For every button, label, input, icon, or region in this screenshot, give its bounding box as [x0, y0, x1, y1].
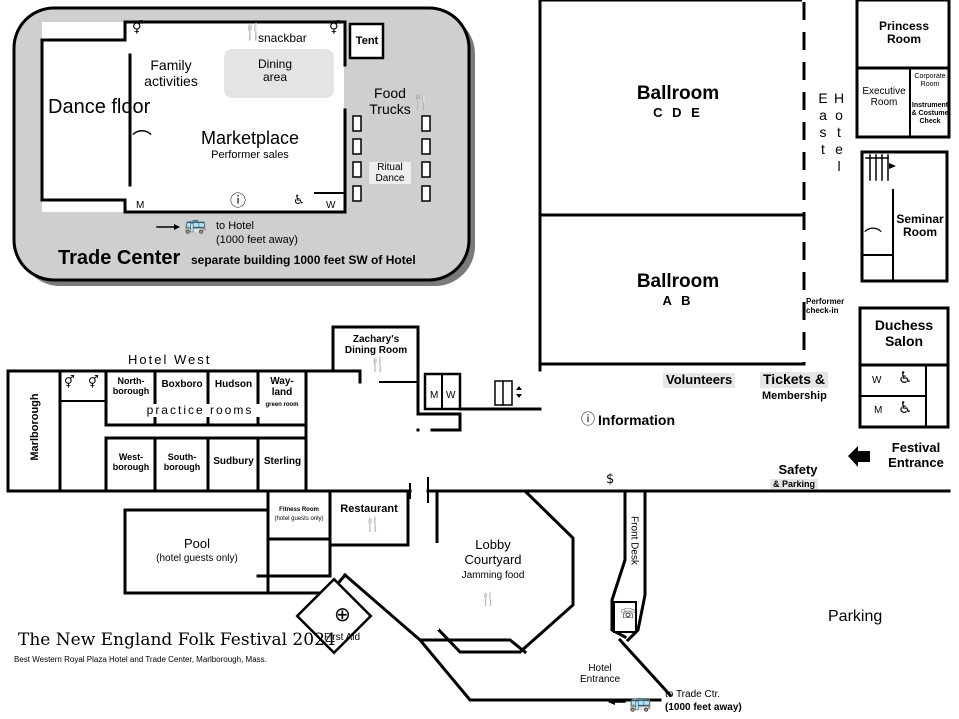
west-restroom-m: M [430, 390, 439, 401]
performer-checkin-label: Performer check-in [806, 297, 845, 315]
duchess-salon-label: Duchess Salon [874, 317, 934, 349]
safety-parking-label: & Parking [770, 479, 819, 490]
baby-changing-icon: ♿ [898, 398, 913, 417]
restroom-icon: ⚥ [329, 21, 341, 36]
fork-knife-icon: 🍴 [411, 92, 431, 111]
wayland-room-label: Way-land [270, 376, 294, 399]
northborough-room-label: North-borough [112, 376, 150, 397]
festival-title: The New England Folk Festival 2024 [18, 630, 336, 650]
dining-area-label: Dining area [257, 57, 293, 85]
info-icon: ⓘ [230, 191, 247, 210]
restroom-icon: ⚥ [88, 375, 99, 389]
performer-sales-label: Performer sales [211, 149, 289, 161]
to-trade-distance: (1000 feet away) [665, 702, 742, 713]
fork-knife-icon: 🍴 [369, 357, 387, 373]
hotel-entrance-label: Hotel Entrance [579, 663, 621, 686]
fork-knife-icon: 🍴 [480, 592, 497, 607]
parking-label: Parking [828, 608, 883, 625]
family-activities-label: Family activities [144, 57, 198, 89]
ritual-dance-label: Ritual Dance [369, 162, 411, 185]
phone-icon: ☏ [620, 607, 637, 622]
bus-icon: 🚌 [184, 214, 207, 235]
ballroom-ab-sub: A B [662, 293, 694, 308]
tickets-label: Tickets & [760, 371, 828, 388]
restroom-icon: ⚥ [132, 21, 144, 36]
marlborough-room-label: Marlborough [29, 393, 41, 461]
festival-subtitle: Best Western Royal Plaza Hotel and Trade… [14, 655, 267, 664]
west-restroom-w: W [446, 390, 456, 401]
dance-floor-label: Dance floor [48, 96, 151, 118]
marketplace-label: Marketplace [200, 128, 300, 148]
trade-center-note: separate building 1000 feet SW of Hotel [191, 253, 416, 267]
east-restroom-m: M [874, 405, 883, 416]
pool-sub: (hotel guests only) [156, 553, 238, 564]
hudson-room-label: Hudson [214, 379, 253, 390]
snackbar-label: snackbar [258, 31, 307, 45]
instrument-check-label: Instrument & Costume Check [911, 102, 949, 125]
info-icon: ⓘ [581, 412, 595, 428]
fork-knife-icon: 🍴 [364, 517, 382, 533]
hotel-east-label: Hotel East [815, 90, 847, 175]
restroom-icon: ⚥ [64, 375, 75, 389]
fork-knife-icon: 🍴 [243, 22, 263, 41]
tent-label: Tent [355, 35, 379, 47]
practice-rooms-label: practice rooms [138, 403, 262, 418]
membership-label: Membership [762, 390, 827, 402]
hotel-west-label: Hotel West [128, 352, 212, 367]
ballroom-cde-label: Ballroom [636, 83, 720, 104]
trade-center-title: Trade Center [58, 247, 181, 269]
wayland-green-room: green room [265, 402, 299, 408]
money-icon: $ [606, 472, 615, 487]
southborough-room-label: South-borough [163, 452, 201, 473]
safety-label: Safety [778, 462, 818, 477]
trade-restroom-w: W [326, 200, 336, 211]
festival-entrance-label: Festival Entrance [888, 440, 944, 470]
pool-label: Pool [183, 536, 211, 551]
coat-hanger-icon: ⌒ [132, 128, 152, 152]
dining-area-box [224, 49, 334, 98]
sudbury-room-label: Sudbury [213, 456, 254, 467]
east-restroom-w: W [872, 375, 882, 386]
restaurant-label: Restaurant [340, 503, 398, 515]
corporate-room-label: Corporate Room [914, 73, 946, 88]
front-desk-label: Front Desk [628, 516, 640, 565]
to-trade-label: to Trade Ctr. [665, 689, 721, 700]
first-aid-label: First Aid [323, 632, 361, 643]
food-trucks-label: Food Trucks [369, 85, 411, 117]
fitness-room-label: Fitness Room [279, 507, 319, 513]
ballroom-ab-label: Ballroom [636, 271, 720, 292]
princess-room-label: Princess Room [878, 19, 930, 47]
trade-restroom-m: M [136, 200, 145, 211]
first-aid-cross-icon: ⊕ [334, 602, 351, 626]
sterling-room-label: Sterling [263, 456, 302, 467]
baby-changing-icon: ♿ [293, 193, 305, 208]
information-label: Information [598, 412, 675, 428]
ballroom-cde-sub: C D E [653, 105, 703, 120]
fitness-room-sub: (hotel guests only) [274, 516, 324, 522]
baby-changing-icon: ♿ [898, 368, 913, 387]
lobby-courtyard-sub: Jamming food [461, 570, 525, 581]
executive-room-label: Executive Room [862, 86, 906, 109]
seminar-room-label: Seminar Room [896, 212, 944, 240]
volunteers-label: Volunteers [663, 372, 736, 388]
zacharys-dining-room-label: Zachary's Dining Room [344, 334, 408, 357]
lobby-courtyard-label: Lobby Courtyard [464, 537, 522, 567]
westborough-room-label: West-borough [112, 452, 150, 473]
boxboro-room-label: Boxboro [161, 379, 203, 390]
to-hotel-label: to Hotel [216, 220, 254, 232]
bus-icon: 🚌 [629, 692, 652, 713]
to-hotel-distance: (1000 feet away) [216, 234, 298, 246]
coat-hanger-icon: ⌒ [864, 227, 882, 248]
